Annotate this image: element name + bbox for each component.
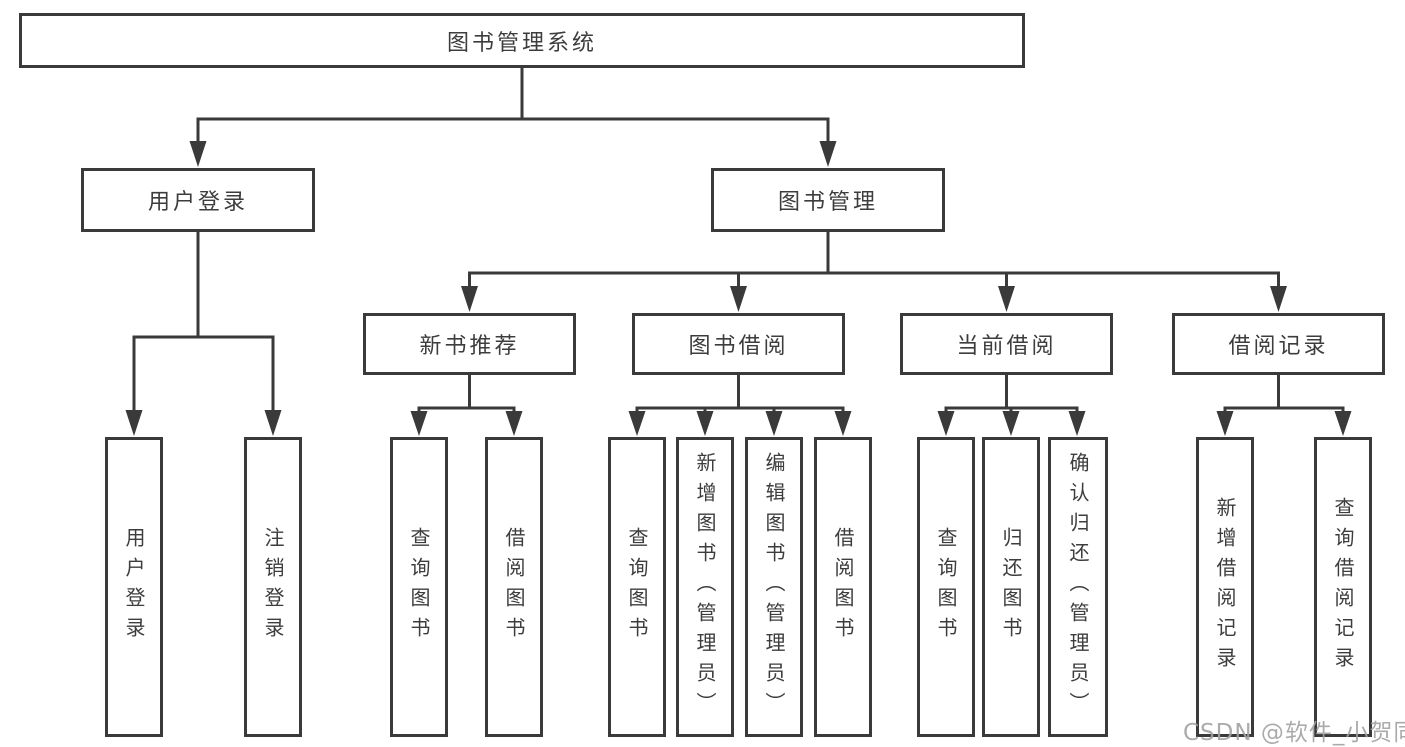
- watermark: CSDN @软件_小贺同学: [1183, 720, 1405, 746]
- node-book-management: 图书管理: [711, 168, 945, 232]
- connector-book-management-to-level3: [461, 231, 1287, 312]
- node-leaf-borrow-books-2: 借阅图书: [814, 437, 872, 737]
- connector-user-login-to-leaves: [125, 231, 282, 436]
- node-leaf-borrow-books-1: 借阅图书: [485, 437, 543, 737]
- node-leaf-logout: 注销登录: [244, 437, 302, 737]
- node-leaf-query-books-3: 查询图书: [917, 437, 975, 737]
- connector-current-borrow-to-leaves: [937, 374, 1086, 436]
- connector-new-book-recommend-to-leaves: [410, 374, 523, 436]
- node-leaf-user-login: 用户登录: [105, 437, 163, 737]
- node-new-book-recommend: 新书推荐: [363, 313, 576, 375]
- node-leaf-query-books-2: 查询图书: [608, 437, 666, 737]
- node-leaf-edit-books-admin: 编辑图书（管理员）: [745, 437, 803, 737]
- node-borrow-records: 借阅记录: [1172, 313, 1385, 375]
- connector-book-borrow-to-leaves: [628, 374, 852, 436]
- node-leaf-query-books-1: 查询图书: [390, 437, 448, 737]
- node-leaf-confirm-return-admin: 确认归还（管理员）: [1048, 437, 1108, 737]
- node-leaf-query-borrow-record: 查询借阅记录: [1314, 437, 1372, 737]
- node-current-borrow: 当前借阅: [900, 313, 1113, 375]
- connector-borrow-records-to-leaves: [1216, 374, 1352, 436]
- node-leaf-return-books: 归还图书: [982, 437, 1040, 737]
- node-book-borrow: 图书借阅: [632, 313, 845, 375]
- node-leaf-add-borrow-record: 新增借阅记录: [1196, 437, 1254, 737]
- connector-root-to-level2: [189, 67, 837, 167]
- node-user-login: 用户登录: [81, 168, 315, 232]
- node-library-system: 图书管理系统: [19, 13, 1025, 68]
- node-leaf-add-books-admin: 新增图书（管理员）: [676, 437, 734, 737]
